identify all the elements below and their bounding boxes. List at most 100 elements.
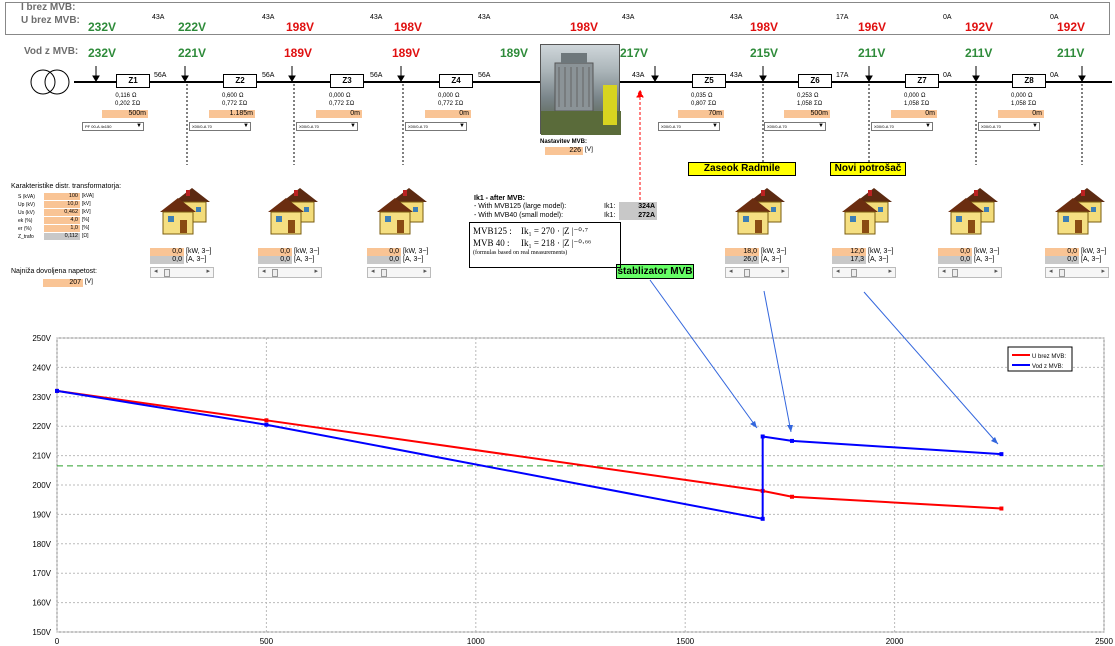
slider-right-arrow-icon[interactable]: ▸ [423,268,427,275]
zone-box: Z1 [116,74,150,88]
trafo-value-input[interactable]: 1,0 [44,225,80,232]
load-kw-unit: [kW, 3~] [868,248,894,255]
trafo-value-input[interactable]: 0,462 [44,209,80,216]
zone-length-input[interactable]: 500m [784,110,830,118]
mvb-setting-unit: [V] [585,146,593,153]
trafo-unit: [kV] [82,209,91,215]
slider-left-arrow-icon[interactable]: ◂ [942,268,946,275]
slider-left-arrow-icon[interactable]: ◂ [1049,268,1053,275]
slider-left-arrow-icon[interactable]: ◂ [836,268,840,275]
cable-type-select[interactable]: X00/0-A 70▼ [189,122,251,131]
cable-type-select[interactable]: PF 00-A 4x150▼ [82,122,144,131]
chevron-down-icon: ▼ [925,123,931,129]
cable-type-value: X00/0-A 70 [874,124,894,129]
ik1-value-large: 324A [619,202,657,211]
load-slider[interactable]: ◂▸ [1045,267,1109,278]
trafo-value-input[interactable]: 4,0 [44,217,80,224]
slider-right-arrow-icon[interactable]: ▸ [888,268,892,275]
ik-line1: - With MVB125 (large model): [474,203,567,210]
min-voltage-label: Najniža dovoljena napetost: [11,268,98,275]
line-voltage: 211V [965,46,993,60]
load-a-unit: [A, 3~] [1081,256,1102,263]
slider-left-arrow-icon[interactable]: ◂ [154,268,158,275]
load-kw-input[interactable]: 0,0 [258,248,292,256]
slider-thumb[interactable] [272,269,278,277]
data-point [55,388,59,393]
load-kw-unit: [kW, 3~] [186,248,212,255]
slider-left-arrow-icon[interactable]: ◂ [729,268,733,275]
mvb-setting-input[interactable]: 226 [545,147,583,155]
data-point [264,418,269,423]
load-a-unit: [A, 3~] [403,256,424,263]
cable-type-value: X00/0-A 70 [661,124,681,129]
load-kw-input[interactable]: 0,0 [150,248,184,256]
load-a-row: 0,0[A, 3~] [367,256,423,264]
slider-thumb[interactable] [381,269,387,277]
zone-length-input[interactable]: 500m [102,110,148,118]
slider-left-arrow-icon[interactable]: ◂ [262,268,266,275]
cable-type-select[interactable]: X00/0-A 70▼ [658,122,720,131]
segment-current: 56A [154,72,167,79]
i-label: I brez MVB: [21,2,76,13]
zone-length-input[interactable]: 0m [891,110,937,118]
slider-thumb[interactable] [164,269,170,277]
trafo-key: Z_trafo [18,234,34,240]
load-slider[interactable]: ◂▸ [938,267,1002,278]
trafo-value-input[interactable]: 10,0 [44,201,80,208]
slider-thumb[interactable] [1059,269,1065,277]
load-slider[interactable]: ◂▸ [258,267,322,278]
header-voltage: 196V [858,20,887,34]
cable-type-select[interactable]: X00/0-A 70▼ [296,122,358,131]
cable-type-select[interactable]: X00/0-A 70▼ [978,122,1040,131]
segment-current: 43A [730,72,743,79]
zone-r-unit: Ω [239,93,244,99]
ik1-label-1: Ik1: [604,203,616,210]
load-kw-row: 0,0[kW, 3~] [1045,248,1106,256]
zone-length-input[interactable]: 70m [678,110,724,118]
y-tick-label: 190V [32,510,51,519]
load-kw-input[interactable]: 0,0 [367,248,401,256]
load-a-unit: [A, 3~] [761,256,782,263]
trafo-key: er (%) [18,226,32,232]
trafo-value-input[interactable]: 100 [44,193,80,200]
slider-thumb[interactable] [952,269,958,277]
load-slider[interactable]: ◂▸ [150,267,214,278]
load-kw-input[interactable]: 18,0 [725,248,759,256]
slider-thumb[interactable] [851,269,857,277]
y-tick-label: 240V [32,363,51,372]
x-tick-label: 1000 [467,637,485,646]
load-current-value: 17,3 [832,256,866,264]
min-voltage-input[interactable]: 207 [43,279,83,287]
load-slider[interactable]: ◂▸ [367,267,431,278]
zone-length-input[interactable]: 1.185m [209,110,255,118]
header-current: 43A [370,14,383,21]
zone-x-unit: ΣΩ [708,101,717,107]
zone-r-unit: Ω [455,93,460,99]
zone-box: Z2 [223,74,257,88]
cable-type-select[interactable]: X00/0-A 70▼ [764,122,826,131]
slider-thumb[interactable] [744,269,750,277]
load-slider[interactable]: ◂▸ [725,267,789,278]
load-slider[interactable]: ◂▸ [832,267,896,278]
zone-length-input[interactable]: 0m [425,110,471,118]
slider-right-arrow-icon[interactable]: ▸ [994,268,998,275]
zone-box: Z4 [439,74,473,88]
slider-right-arrow-icon[interactable]: ▸ [781,268,785,275]
slider-right-arrow-icon[interactable]: ▸ [314,268,318,275]
cable-type-select[interactable]: X00/0-A 70 ▼ [871,122,933,131]
load-a-row: 0,0[A, 3~] [150,256,206,264]
slider-right-arrow-icon[interactable]: ▸ [206,268,210,275]
slider-right-arrow-icon[interactable]: ▸ [1101,268,1105,275]
zone-length-input[interactable]: 0m [316,110,362,118]
cable-type-select[interactable]: X00/0-A 70▼ [405,122,467,131]
transformer-symbol [27,67,75,97]
load-kw-input[interactable]: 0,0 [938,248,972,256]
load-kw-input[interactable]: 12,0 [832,248,866,256]
u-label: U brez MVB: [21,15,80,26]
zone-length-input[interactable]: 0m [998,110,1044,118]
formula2-label: MVB 40 : [473,238,510,248]
vod-label: Vod z MVB: [24,46,79,57]
load-current-value: 0,0 [938,256,972,264]
slider-left-arrow-icon[interactable]: ◂ [371,268,375,275]
load-kw-input[interactable]: 0,0 [1045,248,1079,256]
